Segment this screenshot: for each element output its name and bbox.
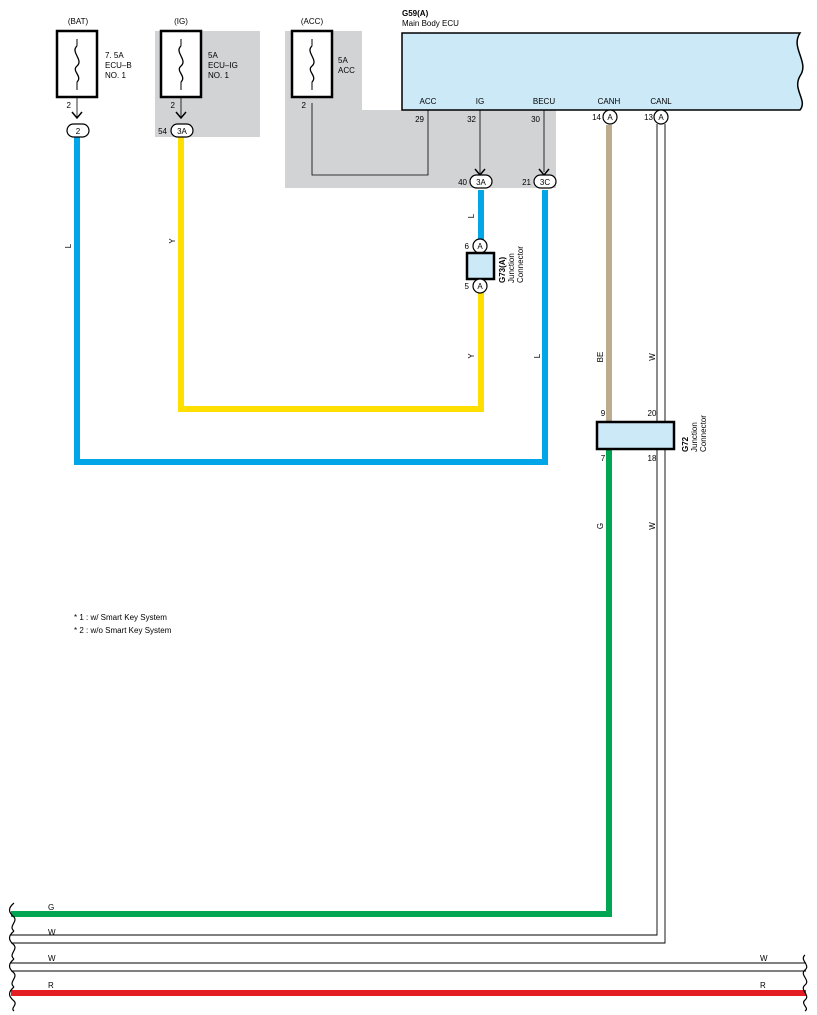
fuse-ig-rating: 5A <box>208 51 218 60</box>
bus-right-break <box>802 954 808 1012</box>
fuse-acc-name1: ACC <box>338 66 355 75</box>
blue-wire-bat-becu <box>74 136 548 465</box>
canh-connector-tag: A <box>607 113 613 122</box>
g72-pin-tr: 20 <box>648 409 657 418</box>
canl-connector-tag: A <box>658 113 664 122</box>
ecu-pin-ig-num: 32 <box>467 115 476 124</box>
fuse-bat-pin: 2 <box>67 101 72 110</box>
note-1: * 1 : w/ Smart Key System <box>74 613 167 622</box>
bus-label-left-3: R <box>48 981 54 990</box>
g73-bottom-tag: A <box>477 282 483 291</box>
bus-label-left-1: W <box>48 928 56 937</box>
connector-21-num: 21 <box>522 178 531 187</box>
ecu-pin-acc-label: ACC <box>420 97 437 106</box>
junction-connector-g72: 9 20 7 18 G72 Junction Connector <box>595 409 708 463</box>
fuse-ig-pin: 2 <box>171 101 176 110</box>
connector-ig-3a-label: 3A <box>177 127 187 136</box>
ecu-pin-canh-num: 14 <box>592 113 601 122</box>
fuse-bat-name2: NO. 1 <box>105 71 126 80</box>
fuse-acc: (ACC) 5A ACC 2 <box>290 17 355 110</box>
connector-bat-2: 2 <box>66 123 90 138</box>
bus-left-break <box>8 902 16 1012</box>
ecu-pin-acc-num: 29 <box>415 115 424 124</box>
g73-name2: Connector <box>516 246 525 283</box>
junction-connector-g73: A 6 A 5 G73(A) Junction Connector <box>465 238 525 294</box>
yellow-wire-ig <box>178 136 484 412</box>
wire-label-g73-bottom-y: Y <box>467 353 476 359</box>
wire-label-ig-y: Y <box>168 238 177 244</box>
g73-pin-bottom: 5 <box>465 282 470 291</box>
fuse-ig-name2: NO. 1 <box>208 71 229 80</box>
fuse-bat-icon <box>74 45 80 83</box>
g73-pin-top: 6 <box>465 242 470 251</box>
bus-label-right-3: R <box>760 981 766 990</box>
fuse-ig-name1: ECU–IG <box>208 61 238 70</box>
fuse-bat-rating: 7. 5A <box>105 51 124 60</box>
connector-21-3c: 21 3C <box>522 168 557 189</box>
fuse-bat: (BAT) 7. 5A ECU–B NO. 1 2 <box>55 17 132 120</box>
connector-ig-3a-num: 54 <box>158 127 167 136</box>
fuse-bat-source: (BAT) <box>68 17 89 26</box>
wire-label-canh-be: BE <box>596 352 605 363</box>
g72-pin-tl: 9 <box>601 409 606 418</box>
g72-pin-br: 18 <box>648 454 657 463</box>
connector-ig-3a: 54 3A <box>158 123 194 138</box>
ecu-pin-canl-num: 13 <box>644 113 653 122</box>
wire-label-g72-g: G <box>596 523 605 529</box>
note-2: * 2 : w/o Smart Key System <box>74 626 172 635</box>
fuse-ig-icon <box>178 45 184 83</box>
fuse-acc-source: (ACC) <box>301 17 324 26</box>
ecu-pin-canl-label: CANL <box>650 97 672 106</box>
g73-top-tag: A <box>477 242 483 251</box>
green-wire-can <box>11 450 612 917</box>
bus-label-left-0: G <box>48 903 54 912</box>
wire-label-canl-w: W <box>648 353 657 361</box>
ecu-code: G59(A) <box>402 9 429 18</box>
wire-label-g72-w: W <box>648 522 657 530</box>
ecu-pin-becu-label: BECU <box>533 97 555 106</box>
fuse-acc-rating: 5A <box>338 56 348 65</box>
g72-name2: Connector <box>699 415 708 452</box>
g73-code: G73(A) <box>498 256 507 283</box>
canl-connector <box>653 109 669 125</box>
g73-name1: Junction <box>507 253 516 283</box>
ecu-pin-canh-label: CANH <box>598 97 621 106</box>
ecu-pin-ig-label: IG <box>476 97 484 106</box>
connector-40-num: 40 <box>458 178 467 187</box>
wire-label-becu-l: L <box>533 353 542 358</box>
wire-label-bat-l: L <box>64 243 73 248</box>
connector-bat-2-label: 2 <box>76 127 81 136</box>
g72-code: G72 <box>681 436 690 452</box>
ecu-pin-becu-num: 30 <box>531 115 540 124</box>
white-wire-canl <box>11 124 806 972</box>
acc-internal-wire <box>311 103 429 176</box>
bus-label-left-2: W <box>48 954 56 963</box>
fuse-acc-pin: 2 <box>302 101 307 110</box>
canh-connector <box>602 109 618 125</box>
acc-shade <box>285 31 556 188</box>
fuse-acc-icon <box>309 45 315 83</box>
fuse-ig-source: (IG) <box>174 17 188 26</box>
connector-40-label: 3A <box>476 178 486 187</box>
g72-pin-bl: 7 <box>601 454 606 463</box>
fuse-bat-name1: ECU–B <box>105 61 132 70</box>
ecu-name: Main Body ECU <box>402 19 459 28</box>
connector-40-3a: 40 3A <box>458 168 493 189</box>
main-body-ecu-box <box>401 32 804 111</box>
g72-name1: Junction <box>690 422 699 452</box>
fuse-ig: (IG) 5A ECU–IG NO. 1 2 <box>159 17 238 120</box>
wire-label-g73-top-l: L <box>467 213 476 218</box>
connector-21-label: 3C <box>540 178 550 187</box>
bus-label-right-2: W <box>760 954 768 963</box>
